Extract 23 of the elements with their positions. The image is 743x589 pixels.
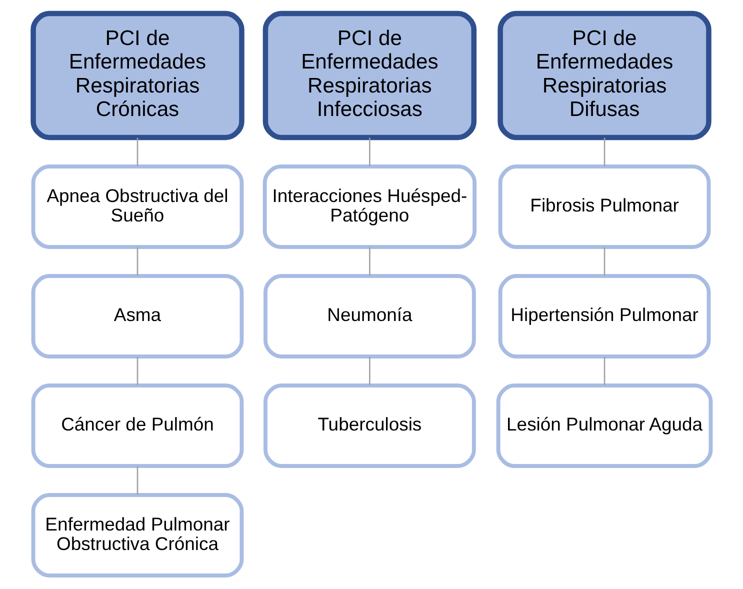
node-box: Hipertensión Pulmonar [498, 274, 710, 358]
node-box: Neumonía [263, 274, 476, 358]
connector [368, 138, 370, 166]
connector [603, 356, 605, 386]
node-box: PCI de Enfermedades Respiratorias Crónicas [30, 10, 244, 140]
connector [136, 466, 138, 495]
connector [136, 138, 138, 166]
connector [368, 356, 370, 386]
node-box: Interacciones Huésped-Patógeno [262, 164, 476, 249]
node-box: Fibrosis Pulmonar [498, 164, 710, 249]
node-box: Cáncer de Pulmón [30, 384, 244, 468]
node-box: PCI de Enfermedades Respiratorias Difusas [497, 10, 711, 140]
connector [136, 356, 138, 386]
connector [603, 247, 605, 276]
node-box: PCI de Enfermedades Respiratorias Infecciosas [262, 10, 476, 140]
node-box: Enfermedad Pulmonar Obstructiva Crónica [30, 493, 244, 578]
node-box: Apnea Obstructiva del Sueño [30, 164, 244, 249]
node-box: Tuberculosis [263, 384, 476, 468]
node-box: Lesión Pulmonar Aguda [496, 384, 712, 468]
connector [136, 247, 138, 276]
connector [603, 138, 605, 166]
node-box: Asma [30, 274, 244, 358]
connector [368, 247, 370, 276]
